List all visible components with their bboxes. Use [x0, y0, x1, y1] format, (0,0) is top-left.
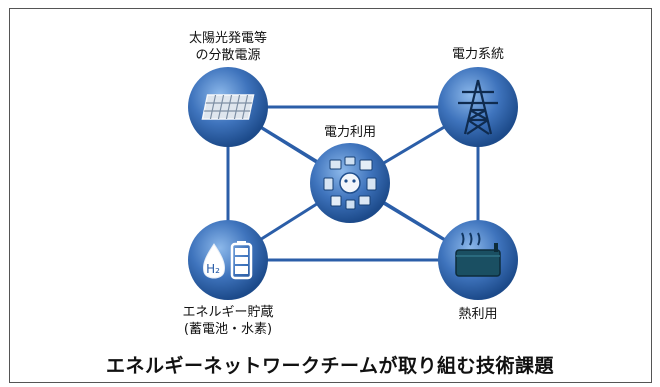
- node-label-solar: 太陽光発電等 の分散電源: [188, 31, 267, 63]
- node-label-heat: 熱利用: [458, 307, 498, 322]
- heat-tank-icon: [455, 232, 501, 277]
- diagram-caption: エネルギーネットワークチームが取り組む技術課題: [106, 355, 554, 377]
- node-heat: [438, 220, 518, 300]
- appliances-icon: [323, 156, 377, 210]
- node-label-use: 電力利用: [323, 125, 376, 140]
- svg-text:H₂: H₂: [206, 262, 220, 276]
- node-label-storage: エネルギー貯蔵 (蓄電池・水素): [182, 305, 274, 337]
- transmission-tower-icon: [458, 79, 498, 135]
- solar-panel-icon: [201, 94, 255, 120]
- node-storage: H₂: [188, 220, 268, 300]
- node-solar: [188, 67, 268, 147]
- node-label-grid: 電力系統: [451, 47, 504, 62]
- node-grid: [438, 67, 518, 147]
- battery-hydrogen-icon: H₂: [203, 241, 253, 280]
- node-use: [310, 143, 390, 223]
